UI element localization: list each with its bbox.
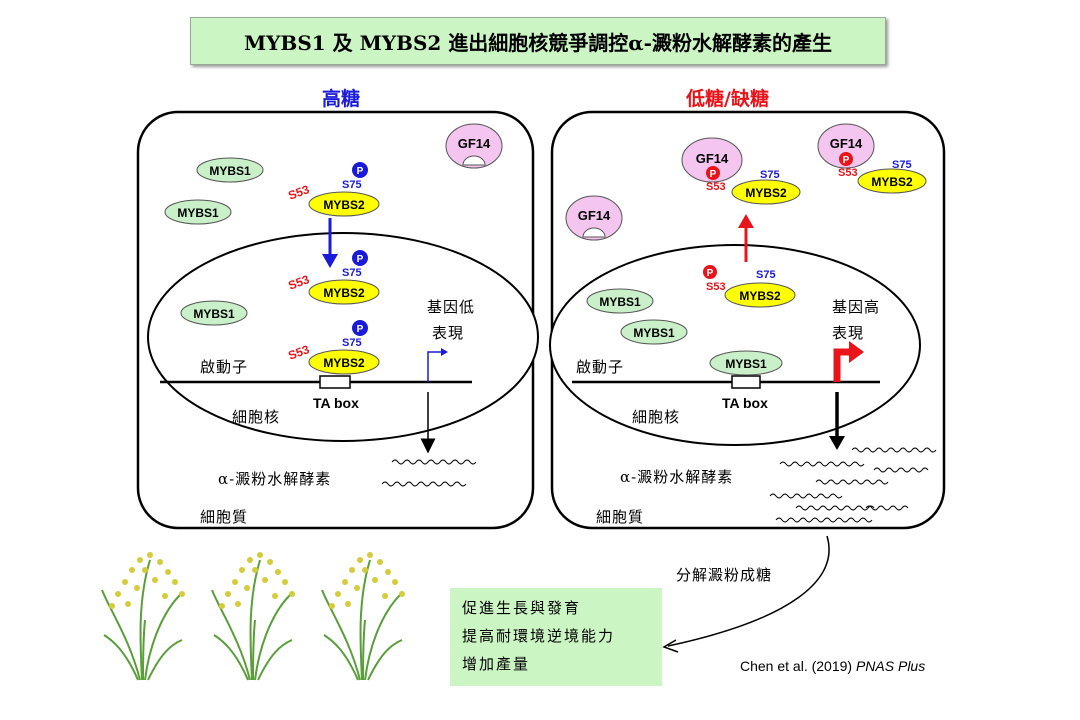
right-mrna-3	[873, 467, 929, 473]
left-cytoplasm-label: 細胞質	[200, 508, 249, 526]
benefit-stress-tolerance: 提高耐環境逆境能力	[462, 627, 616, 645]
svg-text:S75: S75	[760, 169, 780, 181]
benefit-yield: 增加產量	[462, 655, 531, 673]
svg-text:MYBS1: MYBS1	[599, 295, 641, 309]
left-tss-arrow	[427, 351, 443, 382]
citation: Chen et al. (2019) PNAS Plus	[740, 658, 925, 674]
right-ta-box-label: TA box	[722, 395, 768, 411]
svg-text:S75: S75	[892, 159, 912, 171]
right-mrna-4	[815, 479, 889, 485]
svg-text:MYBS2: MYBS2	[323, 356, 365, 370]
right-gene-expression-1: 基因高	[832, 298, 881, 316]
right-mybs1-promoter: MYBS1	[709, 350, 783, 376]
left-mybs1-cloud-1: MYBS1	[196, 157, 264, 183]
starch-breakdown-label: 分解澱粉成糖	[676, 566, 773, 584]
benefits-box: 促進生長與發育 提高耐環境逆境能力 增加產量	[450, 588, 662, 686]
svg-text:MYBS2: MYBS2	[323, 286, 365, 300]
rice-plant-1	[101, 559, 183, 681]
svg-text:S53: S53	[706, 181, 726, 193]
right-ta-box-shape	[731, 375, 761, 389]
rice-grains-3	[329, 552, 405, 609]
svg-text:S53: S53	[838, 167, 858, 179]
right-mybs2-nucleus: MYBS2 P S53 S75	[703, 265, 796, 308]
right-tss-arrow	[833, 348, 852, 382]
rice-grains-2	[219, 552, 295, 609]
rice-plant-3	[321, 559, 403, 681]
svg-text:MYBS1: MYBS1	[725, 357, 767, 371]
svg-text:MYBS1: MYBS1	[633, 326, 675, 340]
left-mybs2-nucleus: MYBS2 S53 S75 P	[286, 250, 380, 305]
svg-text:S53: S53	[286, 342, 311, 363]
left-mrna-1	[391, 459, 477, 465]
svg-text:S75: S75	[342, 337, 362, 349]
svg-text:MYBS1: MYBS1	[177, 206, 219, 220]
right-nucleus-label: 細胞核	[632, 408, 681, 426]
right-mrna-2	[779, 461, 865, 467]
svg-text:S53: S53	[706, 281, 726, 293]
right-mrna-1	[851, 447, 937, 453]
benefit-growth: 促進生長與發育	[462, 599, 582, 617]
svg-text:GF14: GF14	[696, 151, 729, 166]
citation-authors: Chen et al. (2019)	[740, 658, 856, 674]
left-enzyme-label: α-澱粉水解酵素	[218, 470, 332, 488]
svg-text:P: P	[357, 254, 364, 265]
left-mybs1-cloud-2: MYBS1	[164, 199, 232, 225]
svg-text:P: P	[707, 268, 714, 279]
svg-text:S75: S75	[342, 179, 362, 191]
svg-text:S75: S75	[756, 269, 776, 281]
svg-text:P: P	[357, 324, 364, 335]
starch-curve-arrow	[667, 535, 830, 647]
right-enzyme-label: α-澱粉水解酵素	[620, 468, 734, 486]
right-promoter-label: 啟動子	[576, 358, 625, 376]
left-mrna-2	[381, 481, 467, 487]
svg-text:GF14: GF14	[578, 208, 611, 223]
svg-text:MYBS1: MYBS1	[193, 307, 235, 321]
left-panel-heading: 高糖	[322, 88, 361, 110]
rice-grains-1	[109, 552, 185, 609]
right-mrna-5	[769, 493, 843, 499]
svg-text:MYBS2: MYBS2	[739, 289, 781, 303]
left-nucleus-label: 細胞核	[232, 408, 281, 426]
svg-text:MYBS2: MYBS2	[871, 175, 913, 189]
left-mybs2-promoter: MYBS2 S53 S75 P	[286, 320, 380, 375]
right-gf14-free: GF14	[565, 195, 623, 241]
svg-text:S53: S53	[286, 272, 311, 293]
left-gene-expression-1: 基因低	[427, 298, 476, 316]
left-nucleus	[147, 232, 539, 442]
right-nucleus	[549, 244, 921, 446]
right-mrna-8	[775, 517, 873, 523]
right-cytoplasm-label: 細胞質	[596, 508, 645, 526]
left-gf14: GF14	[445, 123, 503, 169]
left-gene-expression-2: 表現	[432, 324, 465, 342]
rice-plant-2	[211, 559, 293, 681]
left-ta-box-shape	[319, 375, 351, 389]
svg-text:MYBS2: MYBS2	[745, 186, 787, 200]
diagram-title: MYBS1 及 MYBS2 進出細胞核競爭調控α-澱粉水解酵素的產生	[190, 17, 886, 65]
svg-text:P: P	[710, 169, 717, 180]
svg-text:GF14: GF14	[830, 136, 863, 151]
left-mybs1-cloud-nucleus: MYBS1	[180, 300, 248, 326]
svg-text:GF14: GF14	[458, 136, 491, 151]
right-mybs1-cloud-2: MYBS1	[620, 319, 688, 345]
right-panel-heading: 低糖/缺糖	[686, 88, 769, 110]
citation-journal: PNAS Plus	[855, 658, 926, 674]
right-mybs1-cloud-1: MYBS1	[586, 288, 654, 314]
right-gf14-complex-2: GF14 MYBS2 P S53 S75	[817, 123, 927, 194]
left-ta-box-label: TA box	[313, 395, 359, 411]
right-gf14-complex-1: GF14 MYBS2 P S53 S75	[681, 137, 801, 205]
svg-text:P: P	[357, 166, 364, 177]
left-mybs2-cytoplasm: MYBS2 S53 S75 P	[286, 162, 380, 217]
right-mrna-7	[865, 505, 909, 511]
left-promoter-label: 啟動子	[200, 358, 249, 376]
right-mrna-6	[795, 505, 875, 511]
svg-text:P: P	[843, 155, 850, 166]
right-gene-expression-2: 表現	[832, 324, 865, 342]
svg-text:MYBS2: MYBS2	[323, 198, 365, 212]
svg-text:S53: S53	[286, 182, 311, 203]
svg-text:S75: S75	[342, 267, 362, 279]
svg-text:MYBS1: MYBS1	[209, 164, 251, 178]
